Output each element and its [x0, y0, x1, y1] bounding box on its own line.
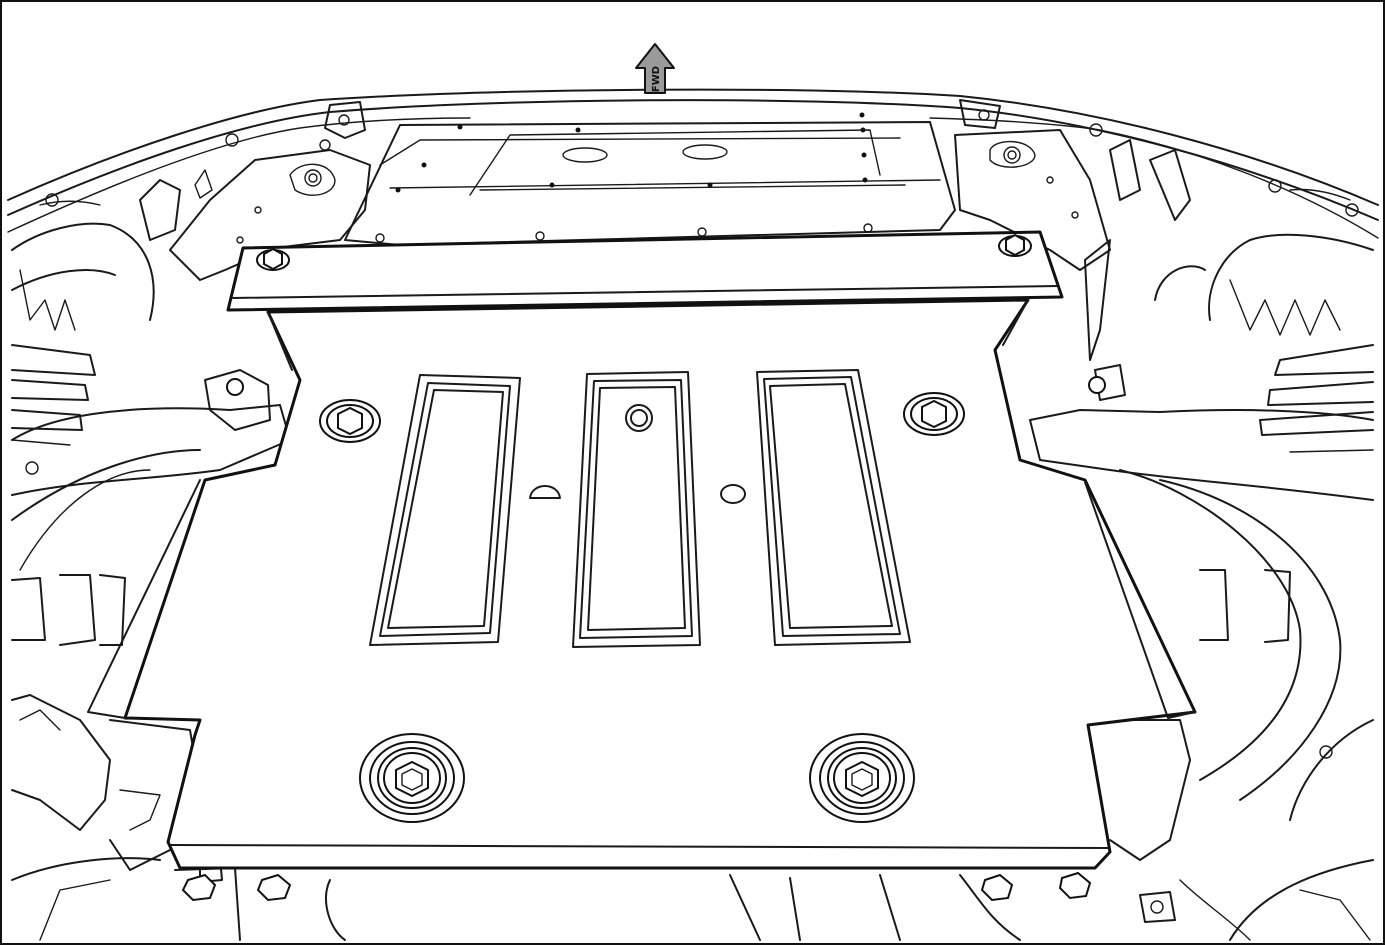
- plate-bolt-upper-right: [903, 392, 965, 436]
- plate-bolt-upper-left: [319, 399, 381, 443]
- up-arrow-icon: [635, 43, 675, 94]
- skid-plate-slot: [572, 371, 701, 648]
- fwd-label: FWD: [651, 66, 662, 92]
- skid-plate-slot: [369, 374, 521, 646]
- plate-bolt-lower-left: [359, 733, 465, 823]
- plate-hole: [630, 409, 648, 427]
- skid-plate-top-flange: [226, 230, 1064, 312]
- skid-plate: [87, 230, 1197, 870]
- plate-bolt-top-left: [256, 247, 290, 271]
- plate-bolt-lower-right: [809, 733, 915, 823]
- skid-plate-slot: [756, 369, 911, 646]
- fwd-direction-arrow: FWD: [635, 43, 675, 94]
- plate-hole: [529, 485, 561, 499]
- plate-hole: [625, 404, 653, 432]
- plate-hole: [720, 484, 746, 504]
- vehicle-underbody: [7, 88, 1379, 941]
- skid-plate-main-body: [123, 298, 1197, 870]
- plate-bolt-top-right: [998, 233, 1032, 257]
